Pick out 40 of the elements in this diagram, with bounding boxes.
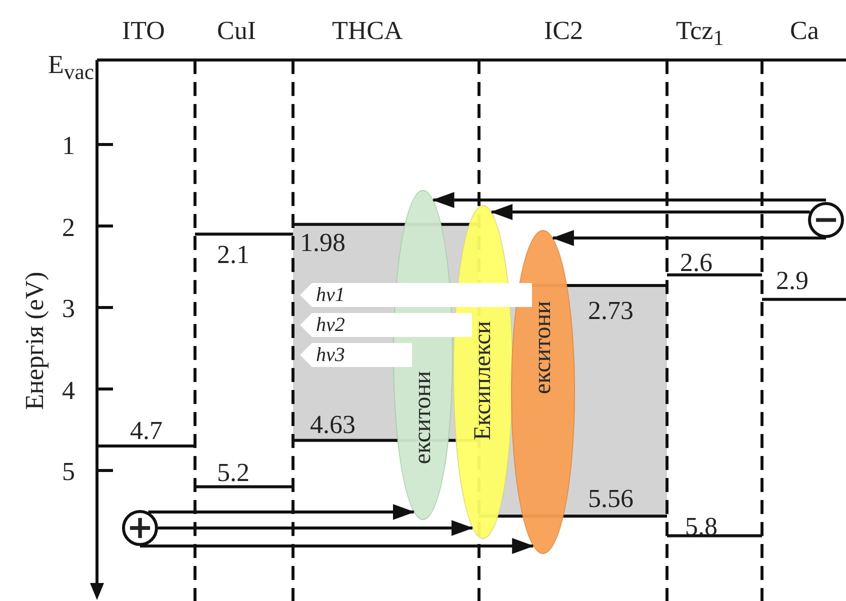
arrow bbox=[490, 204, 810, 220]
photon-label: hv2 bbox=[316, 313, 345, 337]
energy-value: 5.2 bbox=[217, 460, 250, 486]
charge-circle: + bbox=[122, 510, 158, 546]
exciton-label: екситони bbox=[530, 301, 556, 394]
arrow bbox=[140, 538, 534, 554]
layer-name: IC2 bbox=[544, 18, 583, 44]
arrow bbox=[148, 504, 415, 520]
tick-label: 3 bbox=[62, 296, 75, 322]
layer-name: Tcz$_{1}$ bbox=[676, 18, 724, 50]
energy-value: 5.56 bbox=[588, 486, 634, 512]
tick-label: 4 bbox=[62, 378, 75, 404]
layer-name: Ca bbox=[790, 18, 819, 44]
energy-value: 4.63 bbox=[310, 412, 356, 438]
energy-value: 2.1 bbox=[217, 242, 250, 268]
energy-value: 2.9 bbox=[776, 268, 808, 294]
arrow bbox=[158, 520, 474, 536]
axis-title: Енергія (eV) bbox=[22, 272, 48, 410]
energy-value: 2.73 bbox=[588, 298, 634, 324]
energy-value: 1.98 bbox=[300, 230, 346, 256]
emission-band bbox=[300, 283, 532, 307]
emission-band bbox=[300, 313, 472, 337]
emission-band bbox=[300, 343, 412, 367]
energy-value: 2.6 bbox=[680, 250, 712, 276]
arrow bbox=[552, 230, 826, 246]
tick-label: 1 bbox=[62, 133, 75, 159]
tick-label: 5 bbox=[62, 459, 75, 485]
arrow bbox=[432, 192, 826, 208]
energy-value: 4.7 bbox=[130, 418, 162, 444]
energy-value: 5.8 bbox=[685, 514, 718, 540]
layer-name: THCA bbox=[332, 18, 403, 44]
exciton-label: Ексиплекси bbox=[470, 321, 496, 440]
photon-label: hv1 bbox=[316, 283, 345, 307]
charge-circle: − bbox=[808, 202, 844, 238]
axis-label: E$_{vac}$ bbox=[48, 52, 94, 84]
photon-label: hv3 bbox=[316, 343, 345, 367]
exciton-label: екситони bbox=[410, 371, 436, 464]
tick-label: 2 bbox=[62, 215, 75, 241]
layer-name: CuI bbox=[217, 18, 256, 44]
layer-name: ITO bbox=[122, 18, 165, 44]
